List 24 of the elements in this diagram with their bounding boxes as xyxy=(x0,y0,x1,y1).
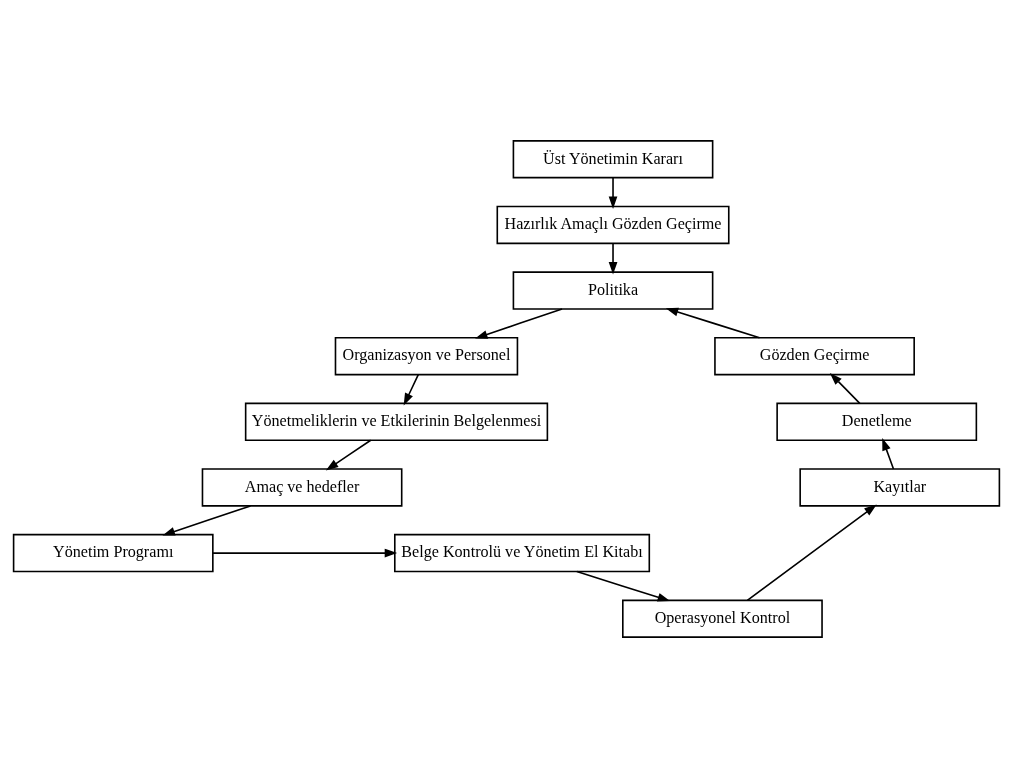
arrow xyxy=(608,242,617,275)
node-box: Yönetmeliklerin ve Etkilerinin Belgelenmesi xyxy=(244,402,548,442)
arrow xyxy=(746,504,877,602)
arrow xyxy=(881,438,894,470)
arrow xyxy=(608,176,617,209)
node-box: Gözden Geçirme xyxy=(713,336,915,376)
arrow xyxy=(829,372,861,405)
arrow xyxy=(665,307,760,339)
arrow xyxy=(474,308,563,339)
node-box: Operasyonel Kontrol xyxy=(621,599,823,638)
node-box: Organizasyon ve Personel xyxy=(334,336,518,376)
arrow xyxy=(325,439,371,471)
node-box: Hazırlık Amaçlı Gözden Geçirme xyxy=(496,205,730,245)
node-box: Amaç ve hedefler xyxy=(201,468,402,507)
arrow xyxy=(211,548,397,558)
arrow xyxy=(161,505,251,536)
node-box: Politika xyxy=(512,271,713,310)
node-box: Üst Yönetimin Kararı xyxy=(512,140,713,179)
node-box: Yönetim Programı xyxy=(12,533,214,573)
arrow xyxy=(403,373,419,406)
node-box: Denetleme xyxy=(775,402,977,442)
node-box: Belge Kontrolü ve Yönetim El Kitabı xyxy=(393,533,650,573)
node-box: Kayıtlar xyxy=(798,468,1000,507)
arrow xyxy=(575,570,670,602)
